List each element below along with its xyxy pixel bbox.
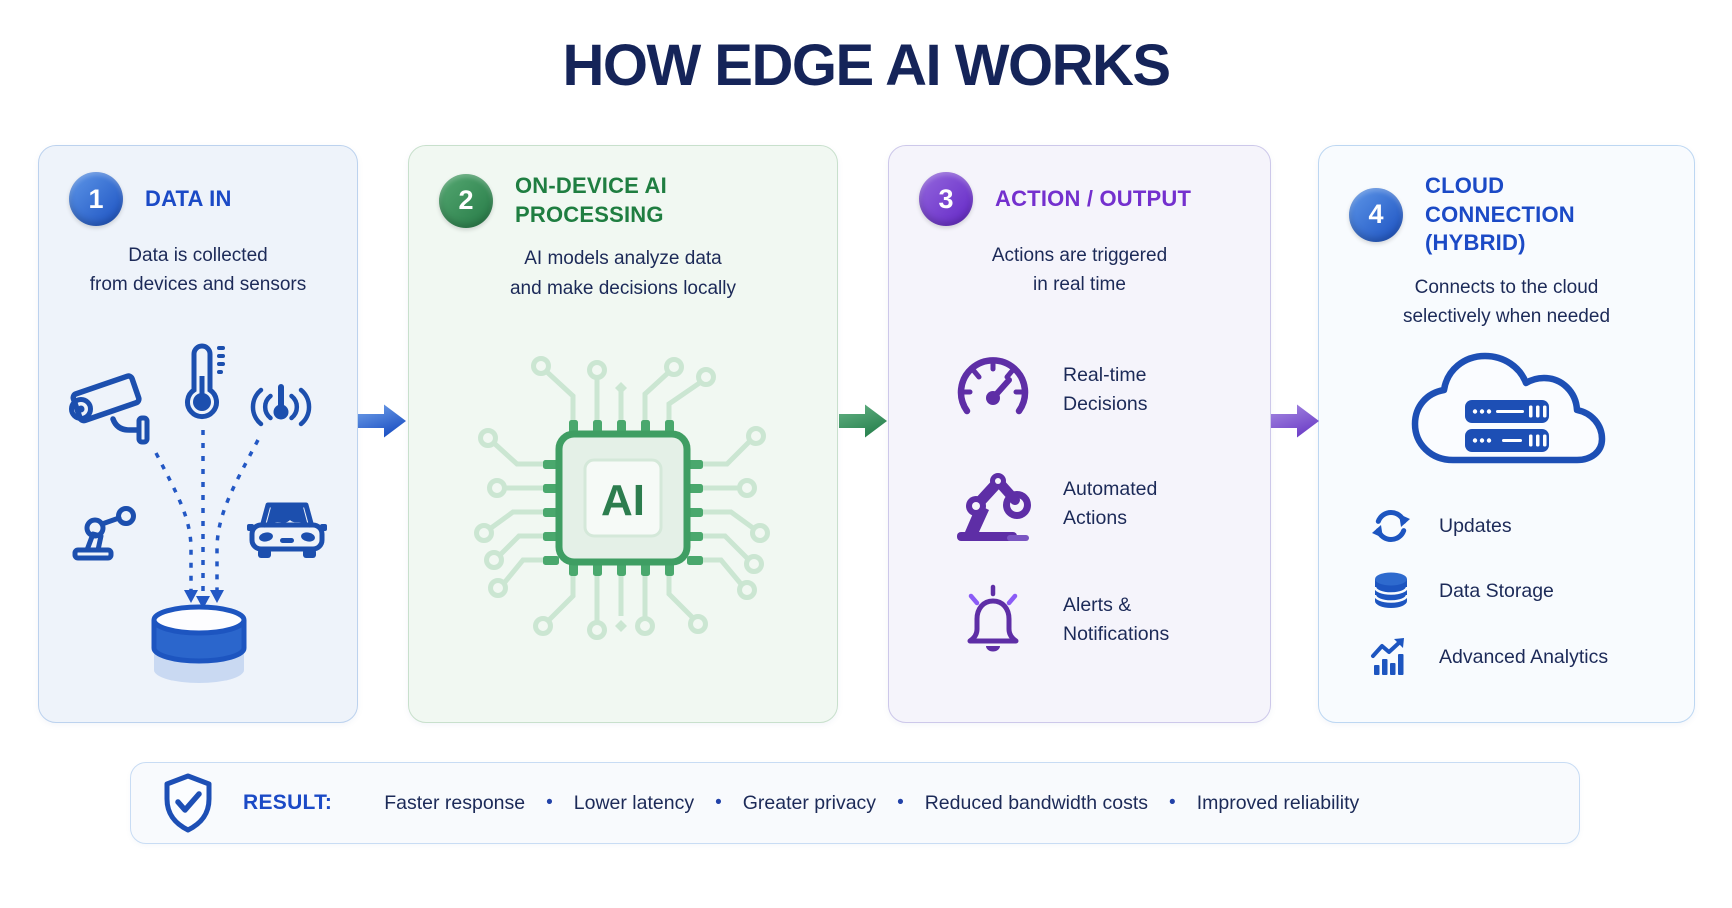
- step2-header: 2 ON-DEVICE AI PROCESSING: [409, 146, 837, 229]
- bullet-separator: •: [715, 792, 722, 813]
- step4-title: CLOUD CONNECTION (HYBRID): [1425, 173, 1575, 256]
- item-label: Alerts & Notifications: [1063, 593, 1170, 645]
- step-card-cloud-connection: 4 CLOUD CONNECTION (HYBRID) Connects to …: [1318, 145, 1695, 723]
- step3-number-badge: 3: [919, 172, 973, 226]
- list-item-updates: Updates: [1319, 502, 1694, 550]
- step3-description: Actions are triggered in real time: [991, 245, 1168, 296]
- step4-header: 4 CLOUD CONNECTION (HYBRID): [1319, 146, 1694, 258]
- sync-icon: [1367, 505, 1415, 547]
- car-icon: [247, 502, 327, 558]
- step3-title: ACTION / OUTPUT: [995, 185, 1192, 211]
- result-item: Improved reliability: [1196, 791, 1360, 814]
- cloud-servers-icon: [1402, 338, 1612, 478]
- step1-header: 1 DATA IN: [39, 146, 357, 226]
- list-item-advanced-analytics: Advanced Analytics: [1319, 633, 1694, 681]
- list-item-data-storage: Data Storage: [1319, 567, 1694, 615]
- thermometer-icon: [185, 343, 225, 420]
- arrow-step2-to-step3-icon: [839, 404, 887, 438]
- shield-check-icon: [159, 772, 217, 834]
- ai-chip-icon: AI: [443, 338, 803, 658]
- result-item: Reduced bandwidth costs: [924, 791, 1149, 814]
- item-label: Data Storage: [1439, 579, 1554, 602]
- wireless-sensor-icon: [250, 384, 312, 427]
- analytics-icon: [1367, 637, 1415, 677]
- step2-number-badge: 2: [439, 173, 493, 228]
- bullet-separator: •: [546, 792, 553, 813]
- step2-title: ON-DEVICE AI PROCESSING: [515, 173, 667, 227]
- arrow-step1-to-step2-icon: [358, 404, 406, 438]
- security-camera-icon: [69, 373, 150, 445]
- robot-arm-icon: [945, 464, 1041, 544]
- result-items: Faster response • Lower latency • Greate…: [384, 792, 1359, 815]
- data-flow-dashed-arrows: [154, 430, 260, 609]
- step1-title: DATA IN: [145, 185, 232, 211]
- result-item: Faster response: [384, 791, 526, 814]
- item-label: Advanced Analytics: [1439, 645, 1609, 668]
- item-label: Real-time Decisions: [1063, 363, 1148, 415]
- step4-number-badge: 4: [1349, 187, 1403, 242]
- result-bar: RESULT: Faster response • Lower latency …: [130, 762, 1580, 844]
- result-item: Greater privacy: [742, 791, 877, 814]
- step1-number-badge: 1: [69, 172, 123, 226]
- database-icon: [151, 604, 247, 683]
- item-label: Automated Actions: [1063, 477, 1158, 529]
- arrow-step3-to-step4-icon: [1271, 404, 1319, 438]
- robot-arm-icon: [72, 506, 136, 561]
- chip-label: AI: [601, 476, 645, 525]
- list-item-automated-actions: Automated Actions: [889, 458, 1270, 550]
- bullet-separator: •: [897, 792, 904, 813]
- step2-description: AI models analyze data and make decision…: [509, 248, 736, 299]
- step3-header: 3 ACTION / OUTPUT: [889, 146, 1270, 226]
- database-stack-icon: [1367, 570, 1415, 612]
- result-item: Lower latency: [573, 791, 695, 814]
- step1-description: Data is collected from devices and senso…: [89, 245, 307, 296]
- bullet-separator: •: [1169, 792, 1176, 813]
- bell-icon: [945, 583, 1041, 657]
- step4-description: Connects to the cloud selectively when n…: [1402, 276, 1611, 328]
- page-title: HOW EDGE AI WORKS: [562, 33, 1171, 98]
- result-label: RESULT:: [243, 791, 333, 814]
- list-item-alerts-notifications: Alerts & Notifications: [889, 574, 1270, 666]
- step-card-on-device-processing: 2 ON-DEVICE AI PROCESSING AI models anal…: [408, 145, 838, 723]
- list-item-realtime-decisions: Real-time Decisions: [889, 344, 1270, 436]
- step-card-data-in: 1 DATA IN Data is collected from devices…: [38, 145, 358, 723]
- gauge-icon: [945, 352, 1041, 428]
- step-card-action-output: 3 ACTION / OUTPUT Actions are triggered …: [888, 145, 1271, 723]
- item-label: Updates: [1439, 514, 1512, 537]
